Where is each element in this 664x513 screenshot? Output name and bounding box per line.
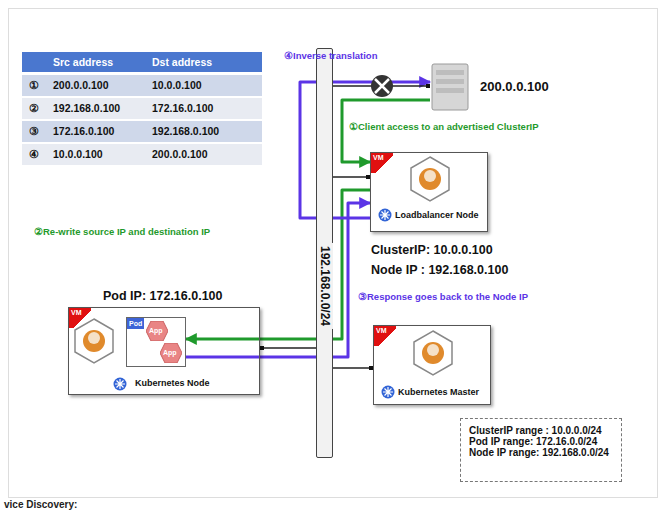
step-label: ①Client access to an advertised ClusterI… [349,121,539,132]
k8s-hex-icon [411,157,449,201]
app-name: App [163,349,177,356]
step-label: ③Response goes back to the Node IP [358,291,528,302]
server-icon [432,64,468,110]
network-link [260,347,316,349]
traffic-arrow [186,203,370,357]
node-name: Kubernetes Master [398,387,479,397]
step-label: ④Inverse translation [284,50,377,61]
app-name: App [149,327,163,334]
table-header: Src address [46,52,145,72]
server-ip: 200.0.0.100 [480,79,549,94]
app-hexagon: App [160,343,183,363]
ip-label: Node IP : 192.168.0.100 [371,263,508,277]
server-node: 200.0.0.100 [430,62,560,112]
node-name: Kubernetes Node [135,378,210,388]
range-text: Node IP range: 192.168.0.0/24 [469,447,613,458]
router-symbol [371,75,393,97]
network-link [333,367,373,369]
vm-box: VMKubernetes NodePodAppApp [68,307,260,395]
table-cell: 200.0.0.100 [46,75,145,96]
port-dot [426,84,430,88]
pod-tag: Pod [127,318,144,329]
range-text: ClusterIP range : 10.0.0.0/24 [469,425,613,436]
vm-tag: VM [371,153,393,173]
network-band: 192.168.0.0/24 [316,48,333,458]
callout-number: ① [22,75,46,96]
step-label: ②Re-write source IP and destination IP [34,226,210,237]
table-cell: 172.16.0.100 [46,121,145,142]
outer-frame [9,9,658,498]
cut-heading: vice Discovery: [4,499,77,510]
vm-box: VM Loadbalancer Node [370,152,488,232]
vm-box: VM Kubernetes Master [373,325,491,405]
port-dot [260,346,264,350]
table-cell: 192.168.0.100 [46,98,145,119]
vm-tag: VM [374,326,396,346]
network-link [333,176,370,178]
network-cidr: 192.168.0.0/24 [317,243,333,329]
table-header: Dst address [145,52,262,72]
ip-label: Pod IP: 172.16.0.100 [103,289,223,303]
k8s-hex-icon [414,331,452,375]
ip-label: ClusterIP: 10.0.0.100 [371,243,493,257]
table-cell: 10.0.0.100 [145,75,262,96]
table-cell: 172.16.0.100 [145,98,262,119]
range-box: ClusterIP range : 10.0.0.0/24Pod IP rang… [460,418,622,482]
app-hexagon: App [146,321,169,341]
range-text: Pod IP range: 172.16.0.0/24 [469,436,613,447]
k8s-wheel-spokes [115,210,393,397]
k8s-wheel-icon [114,209,395,399]
table-header-cell [22,52,46,72]
traffic-arrow [186,190,370,339]
callout-number: ③ [22,121,46,142]
pod-box: PodAppApp [126,317,186,367]
table-cell: 10.0.0.100 [46,144,145,165]
vm-tag: VM [69,308,91,328]
table-cell: 200.0.0.100 [145,144,262,165]
callout-number: ② [22,98,46,119]
table-cell: 192.168.0.100 [145,121,262,142]
node-name: Loadbalancer Node [395,210,479,220]
callout-number: ④ [22,144,46,165]
